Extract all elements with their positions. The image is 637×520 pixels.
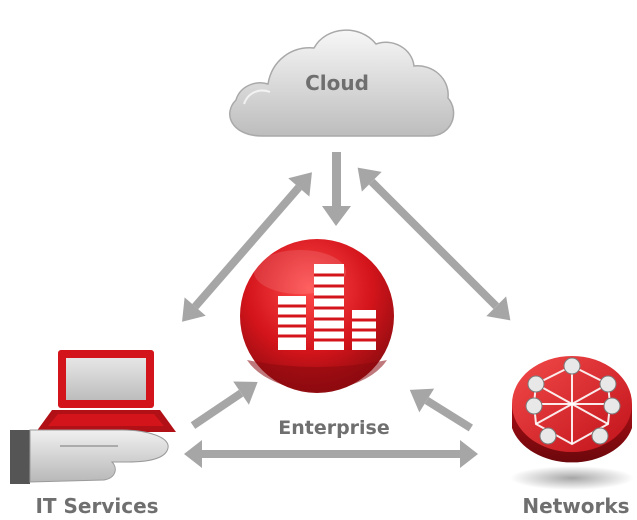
networks-label: Networks <box>522 494 629 518</box>
arrow-cloud-it-services <box>182 172 312 322</box>
cloud-node: Cloud <box>229 29 455 137</box>
network-puck-icon <box>510 356 634 490</box>
arrow-cloud-networks <box>357 167 511 321</box>
enterprise-node: Enterprise <box>240 239 394 439</box>
networks-node: Networks <box>510 356 634 518</box>
arrow-cloud-to-enterprise <box>322 152 351 226</box>
it-services-label: IT Services <box>35 494 158 518</box>
arrow-it-services-to-enterprise <box>190 381 258 429</box>
arrow-networks-to-enterprise <box>409 388 473 432</box>
building-icon <box>278 264 376 350</box>
it-services-node: IT Services <box>10 350 176 518</box>
laptop-hand-icon <box>10 350 176 484</box>
cloud-label: Cloud <box>305 71 369 95</box>
cloud-icon <box>229 29 455 137</box>
arrow-it-services-networks <box>184 440 478 468</box>
enterprise-label: Enterprise <box>278 417 390 439</box>
connectors <box>182 152 511 468</box>
